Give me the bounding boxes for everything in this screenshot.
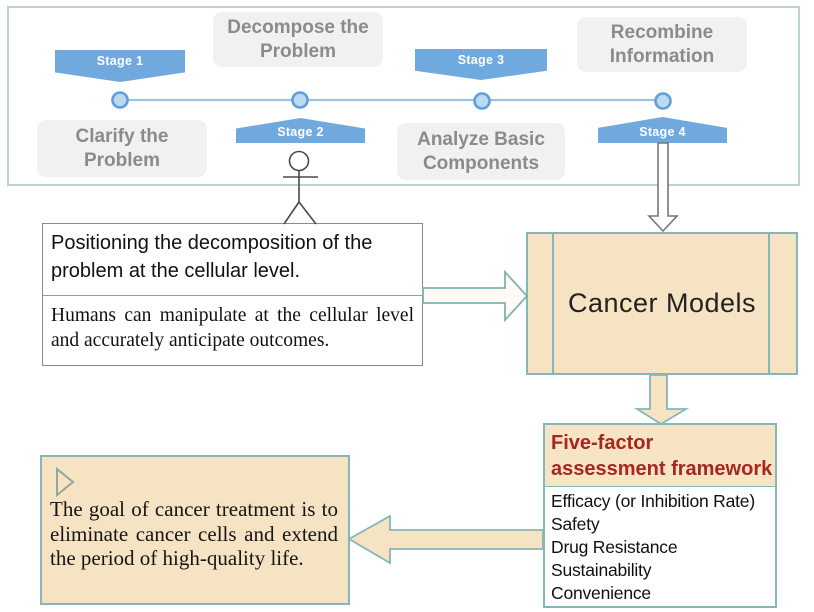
stage-1-label: Stage 1: [96, 54, 144, 68]
framework-item-efficacy: Efficacy (or Inhibition Rate): [551, 491, 755, 511]
cancer-models-label: Cancer Models: [567, 288, 757, 318]
stage-2-label: Stage 2: [277, 125, 324, 139]
framework-item-drug-resistance: Drug Resistance: [551, 537, 678, 557]
stage-4-label: Stage 4: [639, 125, 686, 139]
phase-box-analyze-components: Analyze Basic Components: [397, 123, 565, 180]
goal-box: The goal of cancer treatment is to elimi…: [40, 455, 350, 605]
phase-label: Clarify the Problem: [75, 125, 169, 171]
framework-item-safety: Safety: [551, 514, 600, 534]
framework-list: Efficacy (or Inhibition Rate) Safety Dru…: [545, 487, 775, 605]
phase-label: Recombine Information: [609, 21, 715, 67]
insight-top-text: Positioning the decomposition of the pro…: [43, 224, 422, 296]
insight-to-cancer-arrow-icon: [422, 269, 529, 323]
cancer-box-right-rule: [768, 234, 770, 373]
phase-box-decompose-problem: Decompose the Problem: [213, 12, 383, 67]
cancer-models-box: Cancer Models: [526, 232, 798, 375]
framework-box: Five-factor assessment framework Efficac…: [543, 423, 777, 608]
insight-box: Positioning the decomposition of the pro…: [42, 223, 423, 366]
framework-to-goal-arrow-icon: [347, 514, 544, 565]
cancer-to-framework-arrow-icon: [633, 374, 690, 426]
insight-bottom-text: Humans can manipulate at the cellular le…: [51, 305, 414, 352]
framework-title-line2: assessment framework: [551, 458, 773, 480]
framework-header: Five-factor assessment framework: [545, 425, 775, 487]
framework-item-convenience: Convenience: [551, 583, 651, 603]
framework-title-line1: Five-factor: [551, 432, 654, 454]
phase-label: Analyze Basic Components: [417, 128, 545, 174]
goal-text: The goal of cancer treatment is to elimi…: [50, 497, 338, 571]
stage-3-label: Stage 3: [457, 53, 505, 67]
phase-box-recombine-information: Recombine Information: [577, 17, 747, 72]
phase-label: Decompose the Problem: [227, 16, 369, 62]
framework-item-sustainability: Sustainability: [551, 560, 652, 580]
phase-box-clarify-problem: Clarify the Problem: [37, 120, 207, 177]
cancer-box-left-rule: [552, 234, 554, 373]
